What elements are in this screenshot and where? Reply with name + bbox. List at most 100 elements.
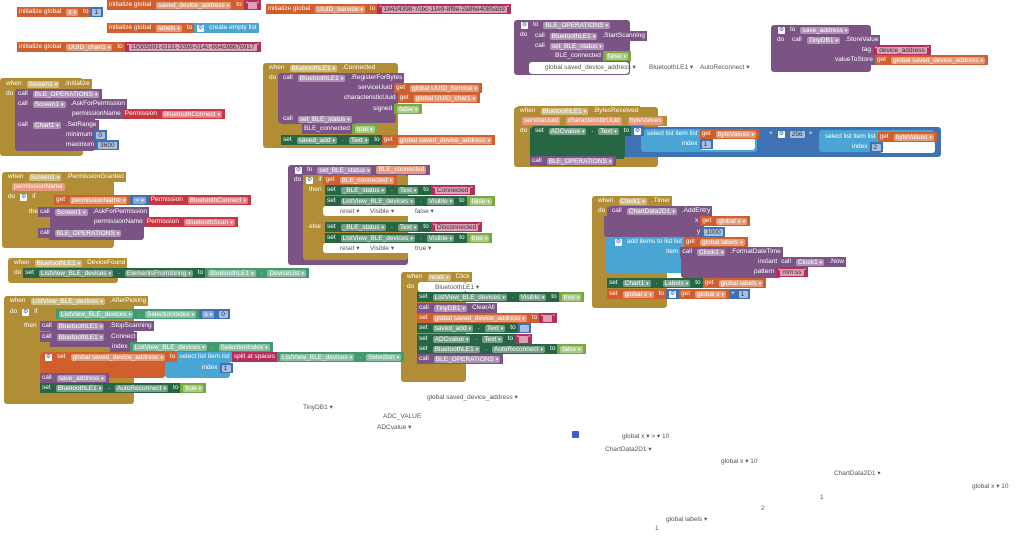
collapsed-block-text[interactable]: AutoReconnect ▾ [700, 64, 750, 71]
dropdown-field[interactable]: BLE_OPERATIONS▾ [430, 354, 504, 364]
dropdown-field[interactable]: false▾ [557, 344, 586, 354]
dropdown-value[interactable]: false▾ [560, 345, 583, 353]
literal-value[interactable]: 1 [92, 8, 102, 16]
dropdown-value[interactable]: Visible▾ [426, 234, 455, 242]
literal-value[interactable]: 0 [96, 131, 106, 139]
dropdown-field[interactable]: Clock1▾ [694, 247, 729, 257]
dropdown-field[interactable]: _BLE_status▾ [337, 185, 390, 195]
dropdown-value[interactable]: _BLE_status▾ [340, 223, 387, 231]
number-literal[interactable]: 3600 [96, 140, 119, 150]
dropdown-value[interactable]: BLE_OPERATIONS▾ [543, 21, 610, 29]
dropdown-value[interactable]: Clock1▾ [618, 197, 647, 205]
collapsed-block-text[interactable]: 2 [761, 505, 765, 512]
dropdown-value[interactable]: global labels▾ [699, 238, 745, 246]
dropdown-value[interactable]: Screen1▾ [54, 208, 88, 216]
literal-value[interactable] [519, 335, 529, 343]
collapsed-block-text[interactable]: reset ▾ [340, 208, 360, 215]
mutator-button[interactable]: ⚙ [194, 23, 208, 33]
dropdown-field[interactable]: Chart1▾ [619, 278, 654, 288]
text-literal[interactable]: “15005991-b131-3396-014c-664c9867b917” [124, 42, 261, 52]
block-line[interactable]: then [307, 185, 324, 195]
dropdown-value[interactable]: ListView_BLE_devices▾ [132, 343, 207, 351]
collapsed-block-text[interactable]: global saved_device_address ▾ [427, 394, 518, 401]
dropdown-value[interactable]: Screen1▾ [32, 100, 66, 108]
collapsed-block-text[interactable]: ADC_VALUE [383, 413, 422, 420]
mutator-button[interactable]: ⚙ [42, 352, 55, 362]
dropdown-field[interactable]: Text▾ [345, 135, 373, 145]
dropdown-value[interactable]: BLE_OPERATIONS▾ [32, 90, 100, 98]
dropdown-field[interactable]: BluetoothLE1▾ [546, 31, 601, 41]
dropdown-field[interactable]: Clock1▾ [792, 257, 828, 267]
mutator-button[interactable]: ⚙ [666, 289, 680, 299]
dropdown-value[interactable]: Labels▾ [662, 279, 691, 287]
dropdown-field[interactable]: BluetoothLE1▾ [286, 63, 341, 73]
dropdown-field[interactable]: false▾ [394, 104, 423, 114]
collapsed-block-text[interactable]: 1 [820, 494, 824, 501]
dropdown-field[interactable]: ListView_BLE_devices▾ [129, 342, 210, 352]
block-line[interactable]: set_BLE_status▾.Text▾to“Disconnected” [325, 222, 483, 232]
number-literal[interactable]: 2 [869, 142, 883, 152]
literal-value[interactable]: device_address [877, 46, 927, 54]
text-literal[interactable]: “” [243, 0, 262, 10]
dropdown-field[interactable]: set_BLE_status▾ [314, 165, 375, 175]
dropdown-value[interactable]: BluetoothLE1▾ [208, 269, 256, 277]
dropdown-value[interactable]: Screen1▾ [26, 80, 60, 88]
dropdown-field[interactable]: ≥▾ [199, 309, 218, 319]
gear-icon[interactable]: ⚙ [615, 238, 622, 246]
dropdown-field[interactable]: ListView_BLE_devices▾ [277, 352, 358, 362]
block-line[interactable]: do [518, 126, 530, 136]
dropdown-field[interactable]: global labels▾ [696, 237, 748, 247]
dropdown-field[interactable]: BLE_OPERATIONS▾ [540, 20, 613, 30]
dropdown-field[interactable]: Labels▾ [659, 278, 694, 288]
dropdown-value[interactable]: save_address▾ [56, 374, 106, 382]
dropdown-value[interactable]: Chart1▾ [32, 121, 61, 129]
collapsed-block-text[interactable]: reset ▾ [340, 245, 360, 252]
collapsed-block-text[interactable]: ADCvalue ▾ [377, 424, 412, 431]
dropdown-field[interactable]: Text▾ [394, 185, 422, 195]
gear-icon[interactable]: ⚙ [306, 176, 314, 184]
collapsed-block-text[interactable]: TinyDB1 ▾ [303, 404, 333, 411]
dropdown-value[interactable]: Text▾ [598, 127, 619, 135]
dropdown-value[interactable]: true▾ [561, 293, 582, 301]
mutator-button[interactable]: ⚙ [17, 192, 31, 202]
gear-icon[interactable]: ⚙ [521, 21, 528, 29]
dropdown-value[interactable]: BluetoothLE1▾ [297, 74, 346, 82]
dropdown-value[interactable]: ListView_BLE_devices▾ [38, 269, 114, 277]
literal-value[interactable]: 256 [789, 130, 805, 138]
dropdown-field[interactable]: Visible▾ [423, 233, 458, 243]
dropdown-value[interactable]: BluetoothLE1▾ [56, 333, 105, 341]
dropdown-value[interactable]: global labels▾ [718, 279, 764, 287]
number-literal[interactable]: 1 [219, 363, 233, 373]
dropdown-value[interactable]: false▾ [397, 105, 420, 113]
dropdown-field[interactable]: Screen1▾ [25, 172, 65, 182]
dropdown-field[interactable]: _BLE_status▾ [337, 222, 390, 232]
number-literal[interactable] [517, 323, 531, 333]
block-line[interactable]: then [27, 207, 44, 217]
dropdown-field[interactable]: BluetoothLE1▾ [537, 106, 592, 116]
text-literal[interactable]: “device_address” [873, 45, 931, 55]
gear-icon[interactable]: ⚙ [197, 24, 205, 32]
gear-icon[interactable]: ⚙ [22, 308, 30, 316]
dropdown-field[interactable]: BluetoothConnect▾ [184, 195, 252, 205]
dropdown-field[interactable]: global saved_device_address▾ [67, 352, 168, 362]
